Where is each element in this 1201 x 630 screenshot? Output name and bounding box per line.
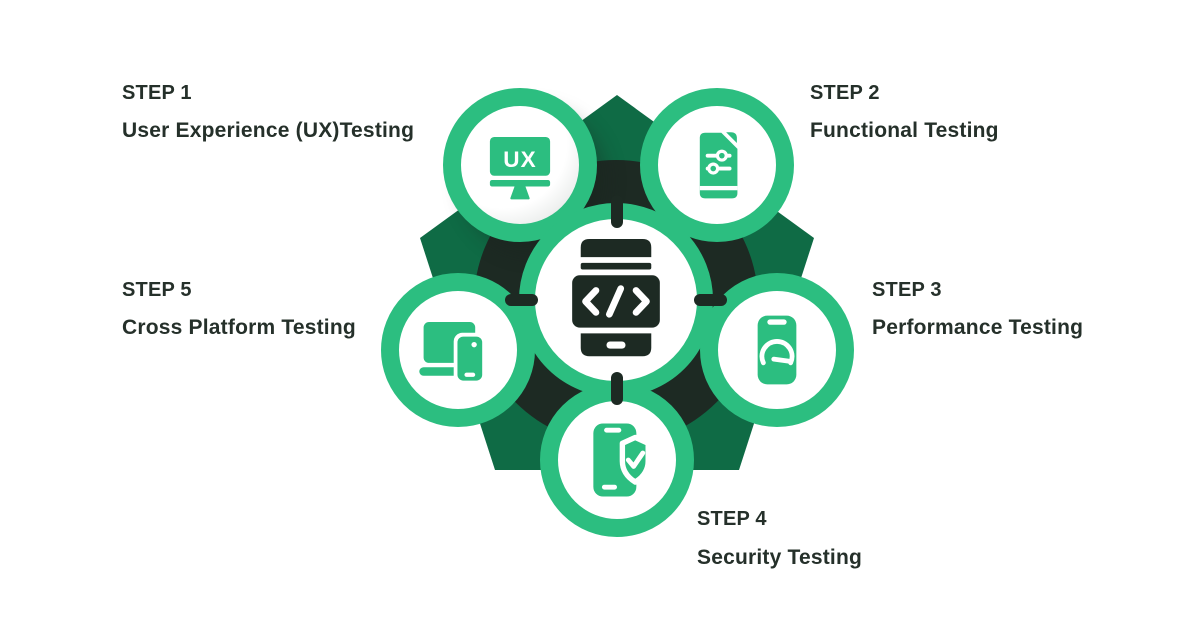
step5-title: Cross Platform Testing: [122, 316, 356, 339]
step1-title: User Experience (UX)Testing: [122, 119, 415, 142]
step4-label: STEP 4: [697, 508, 767, 530]
security-shield-icon: [593, 423, 651, 497]
center-circle: [519, 203, 713, 397]
step3-title: Performance Testing: [872, 316, 1084, 339]
step2-title: Functional Testing: [810, 119, 999, 142]
mobile-code-icon: [572, 239, 660, 357]
cross-platform-devices-icon: [419, 322, 486, 385]
step1-label: STEP 1: [122, 82, 192, 104]
step4-title: Security Testing: [697, 546, 863, 569]
ux-monitor-icon: UX: [489, 137, 551, 200]
crosshair-tick-right: [694, 294, 727, 306]
step5-label: STEP 5: [122, 279, 192, 301]
crosshair-tick-left: [505, 294, 538, 306]
step3-label: STEP 3: [872, 279, 942, 301]
ux-icon-text: UX: [503, 147, 537, 172]
step-circle-security: [540, 383, 694, 537]
functional-sliders-icon: [699, 132, 738, 199]
performance-gauge-icon: [757, 315, 797, 385]
crosshair-tick-bottom: [611, 372, 623, 405]
step2-label: STEP 2: [810, 82, 880, 104]
crosshair-tick-top: [611, 195, 623, 228]
